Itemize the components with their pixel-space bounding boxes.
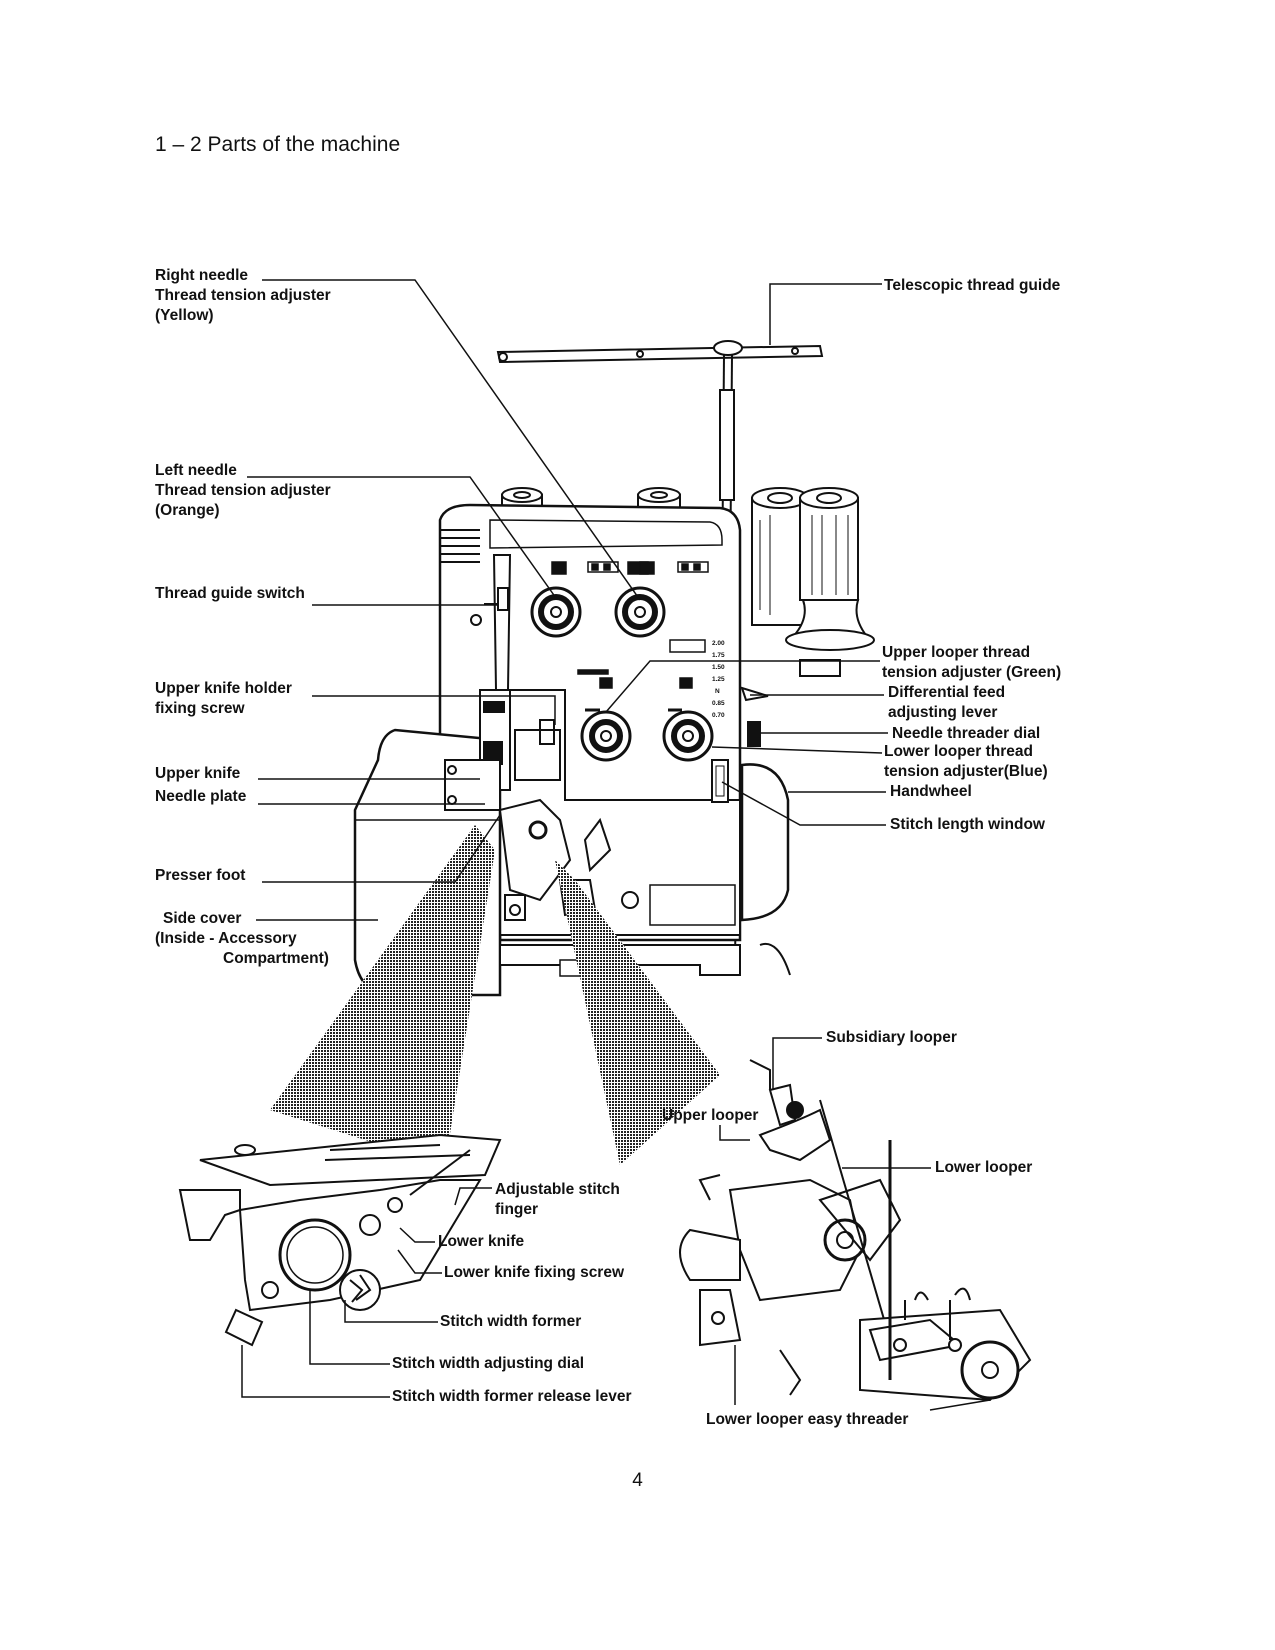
differential-feed-lever-icon	[740, 659, 841, 747]
svg-text:0.70: 0.70	[712, 712, 725, 719]
needle-tension-dial-right	[614, 586, 666, 638]
label-needle-threader-dial: Needle threader dial	[892, 725, 1041, 742]
label-stitch-width-former-release-lever: Stitch width former release lever	[392, 1388, 632, 1405]
svg-text:1.50: 1.50	[712, 664, 725, 671]
tension-indicators	[551, 561, 709, 689]
lower-looper-dial	[662, 708, 714, 762]
magnify-beam-left	[270, 825, 495, 1165]
svg-text:N: N	[715, 688, 720, 695]
label-lower-looper: Lower looper	[935, 1159, 1033, 1176]
svg-text:1.25: 1.25	[712, 676, 725, 683]
label-upper-looper: Upper looper	[662, 1107, 759, 1124]
page-title: 1 – 2 Parts of the machine	[155, 133, 401, 156]
upper-looper-dial	[580, 708, 632, 762]
label-needle-plate: Needle plate	[155, 788, 247, 805]
label-upper-knife: Upper knife	[155, 765, 241, 782]
page-number: 4	[632, 1470, 643, 1491]
label-stitch-width-former: Stitch width former	[440, 1313, 582, 1330]
label-stitch-width-adjusting-dial: Stitch width adjusting dial	[392, 1355, 585, 1372]
stitch-length-scale: 2.00 1.75 1.50 1.25 N 0.85 0.70	[712, 640, 725, 719]
label-handwheel: Handwheel	[890, 783, 972, 800]
svg-text:0.85: 0.85	[712, 700, 725, 707]
label-presser-foot: Presser foot	[155, 867, 246, 884]
needle-tension-dial-left	[530, 586, 582, 638]
label-lower-knife-fixing-screw: Lower knife fixing screw	[444, 1264, 625, 1281]
thread-guide-switch-icon	[470, 554, 512, 691]
looper-detail	[679, 1059, 1032, 1402]
stitch-length-window-icon	[711, 759, 729, 803]
label-lower-looper-easy-threader: Lower looper easy threader	[706, 1411, 909, 1428]
label-lower-knife: Lower knife	[438, 1233, 525, 1250]
thread-cones	[751, 487, 875, 651]
svg-text:1.75: 1.75	[712, 652, 725, 659]
label-subsidiary-looper: Subsidiary looper	[826, 1029, 957, 1046]
lower-knife-detail	[178, 1133, 502, 1347]
label-telescopic-thread-guide: Telescopic thread guide	[884, 277, 1061, 294]
svg-text:2.00: 2.00	[712, 640, 725, 647]
magnify-beam-right	[555, 860, 720, 1165]
upper-knife-holder	[444, 689, 561, 811]
label-stitch-length-window: Stitch length window	[890, 816, 1045, 833]
leader-lines	[241, 279, 991, 1411]
label-thread-guide-switch: Thread guide switch	[155, 585, 305, 602]
